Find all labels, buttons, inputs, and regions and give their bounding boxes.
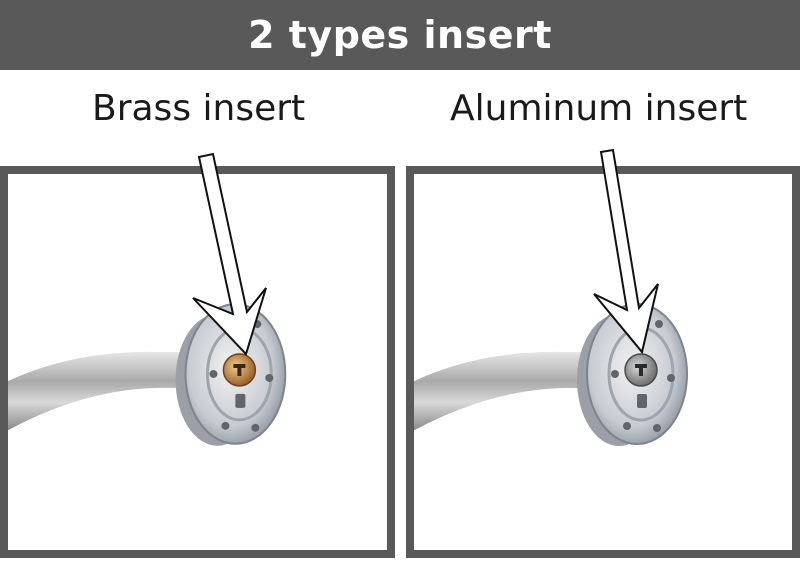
handle-illustration-brass [8, 174, 387, 550]
handle-illustration-aluminum [414, 174, 792, 550]
brass-insert-caption: Brass insert [92, 88, 306, 129]
brass-insert-photo [0, 166, 395, 558]
page-title: 2 types insert [248, 13, 552, 57]
aluminum-insert-caption: Aluminum insert [450, 88, 748, 129]
title-banner: 2 types insert [0, 0, 800, 70]
aluminum-insert-photo [406, 166, 800, 558]
